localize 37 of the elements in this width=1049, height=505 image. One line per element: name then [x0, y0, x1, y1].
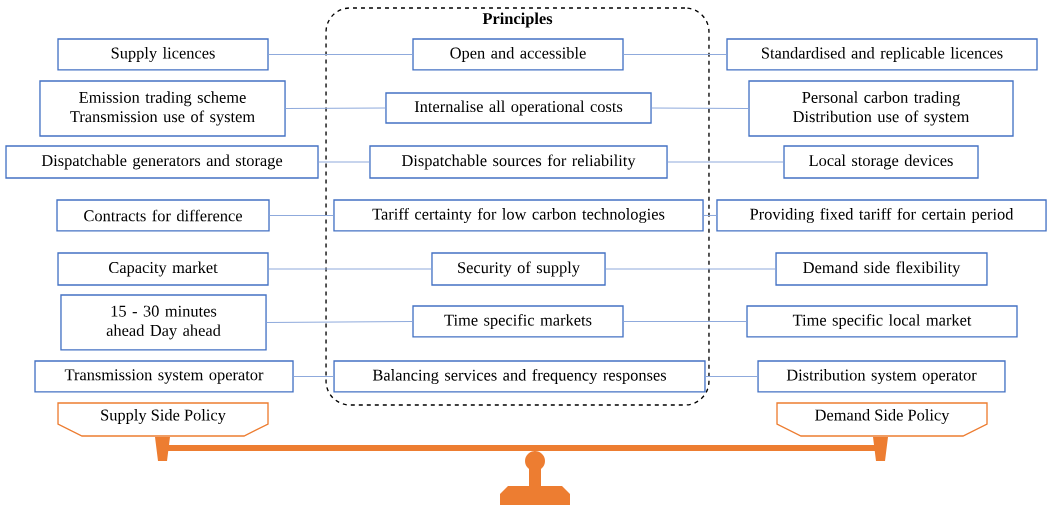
policy-box: Supply licences — [57, 38, 269, 71]
connector-line — [667, 161, 784, 163]
principle-box: Balancing services and frequency responses — [333, 360, 706, 393]
policy-label: Supply Side Policy — [57, 402, 269, 437]
policy-box: Distribution system operator — [757, 360, 1006, 393]
policy-box: Capacity market — [57, 252, 269, 286]
principle-box: Open and accessible — [412, 38, 624, 71]
policy-box: Dispatchable generators and storage — [5, 145, 319, 179]
policy-box: Local storage devices — [783, 145, 979, 179]
policy-box: Contracts for difference — [56, 199, 270, 232]
principle-box: Internalise all operational costs — [385, 92, 652, 124]
connector-line — [623, 53, 727, 56]
connector-line — [269, 214, 334, 217]
connector-line — [285, 107, 386, 110]
policy-box: Standardised and replicable licences — [726, 38, 1038, 71]
principle-box: Dispatchable sources for reliability — [369, 145, 668, 179]
policy-box: Time specific local market — [746, 305, 1018, 338]
connector-line — [623, 320, 747, 323]
connector-line — [268, 53, 413, 56]
policy-label: Demand Side Policy — [776, 402, 988, 437]
connector-line — [605, 268, 776, 270]
policy-box: 15 - 30 minutes ahead Day ahead — [60, 294, 267, 351]
principle-box: Time specific markets — [412, 305, 624, 338]
principle-box: Security of supply — [431, 252, 606, 286]
policy-box: Transmission system operator — [34, 360, 294, 393]
principle-box: Tariff certainty for low carbon technologies — [333, 199, 704, 232]
connector-line — [266, 320, 413, 324]
policy-box: Emission trading scheme Transmission use of system — [39, 80, 286, 137]
policy-box: Demand side flexibility — [775, 252, 988, 286]
policy-box: Providing fixed tariff for certain period — [716, 199, 1047, 232]
connector-line — [293, 375, 334, 378]
connector-line — [705, 375, 758, 378]
connector-line — [703, 214, 717, 217]
connector-line — [268, 268, 432, 270]
connector-line — [651, 107, 749, 110]
policy-box: Personal carbon trading Distribution use of system — [748, 80, 1014, 137]
connector-line — [318, 161, 370, 163]
